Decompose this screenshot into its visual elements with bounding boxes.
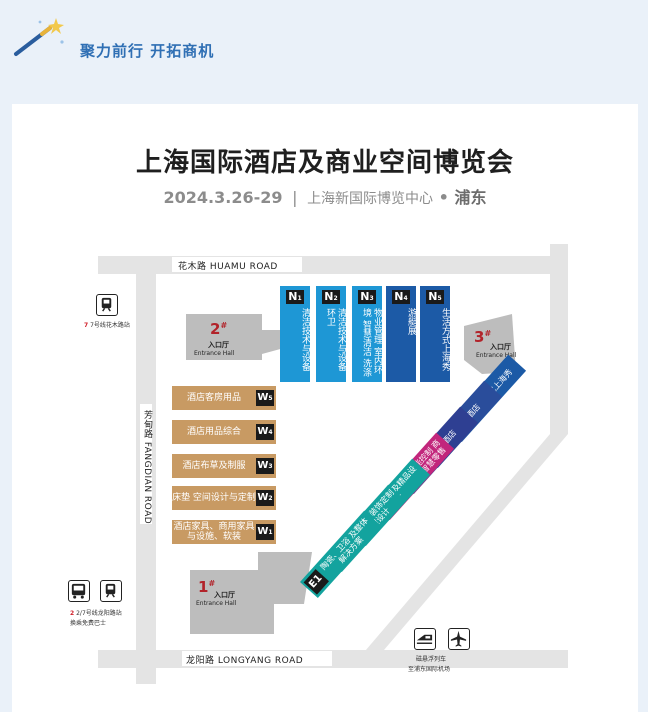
hall-n3-tag: N3 [358,290,376,304]
expo-date: 2024.3.26-29 [163,188,283,207]
road-label-huamu: 花木路 HUAMU ROAD [178,262,278,272]
maglev-label: 磁悬浮列车 [416,656,447,663]
road-huamu [98,256,568,274]
hall-w5-label: 酒店客房用品 [186,393,241,403]
hall-n1-tag: N1 [286,290,304,304]
free-bus-label: 换乘免费巴士 [70,620,107,627]
hall-w5[interactable]: 酒店客房用品 W5 [172,386,276,410]
bus-icon [68,580,90,602]
entrance-1-cn: 入口厅 [214,591,235,599]
road-east [550,244,568,434]
page-header: 聚力前行 开拓商机 [0,0,648,100]
subtitle-dot: • [438,188,449,207]
venue-map [98,244,568,684]
expo-subtitle: 2024.3.26-29 | 上海新国际博览中心 • 浦东 [12,184,638,208]
hall-w4-label: 酒店用品综合 [186,427,241,437]
entrance-1-en: Entrance Hall [196,600,237,607]
hall-w2-label: 床垫 空间设计与定制 [172,493,256,503]
subtitle-separator: | [292,188,298,207]
entrance-2-cn: 入口厅 [208,341,229,349]
hall-n2-tag: N2 [322,290,340,304]
entrance-1-number: 1# [198,578,216,596]
hall-w4-tag: W4 [256,424,274,440]
entrance-3-number: 3# [474,328,492,346]
hall-n5-label: 生活方式上海秀 [440,308,450,371]
hall-w3-tag: W3 [256,458,274,474]
entrance-hall-2 [186,314,262,360]
hall-w2[interactable]: 床垫 空间设计与定制 W2 [172,486,276,510]
airport-label: 至浦东国际机场 [408,666,451,673]
hall-n3-label: 物业管理 室内环境 智慧清洁 洗涤 [361,308,382,377]
road-label-longyang: 龙阳路 LONGYANG ROAD [186,656,304,666]
hall-n4-label: 游艇展 [406,308,416,335]
expo-title: 上海国际酒店及商业空间博览会 [135,148,514,178]
airplane-icon [448,628,470,650]
entrance-hall-1 [190,552,274,634]
entrance-2-en: Entrance Hall [194,350,235,357]
hall-n4-tag: N4 [392,290,410,304]
road-longyang [98,650,568,668]
hall-n2-label: 清洁技术与设备 环卫 [325,308,346,371]
entrance-3-cn: 入口厅 [490,343,511,351]
hall-w1-label: 酒店家具、商用家具与设施、软装 [173,522,255,542]
hall-n4[interactable]: N4 游艇展 [386,286,416,382]
hall-n5-tag: N5 [426,290,444,304]
expo-city: 浦东 [454,188,487,207]
hall-w3-label: 酒店布草及制服 [182,461,246,471]
hall-w1-tag: W1 [256,524,274,540]
expo-venue: 上海新国际博览中心 [307,191,434,207]
hall-n1-label: 清洁技术与设备 [300,308,310,371]
hall-w2-tag: W2 [256,490,274,506]
hall-n3[interactable]: N3 物业管理 室内环境 智慧清洁 洗涤 [352,286,382,382]
hall-w3[interactable]: 酒店布草及制服 W3 [172,454,276,478]
hall-n1[interactable]: N1 清洁技术与设备 [280,286,310,382]
entrance-3-en: Entrance Hall [476,352,517,359]
metro-7-label: 7 7号线花木路站 [84,322,130,329]
road-diagonal [354,434,568,664]
slogan: 聚力前行 开拓商机 [80,42,215,60]
hall-n2[interactable]: N2 清洁技术与设备 环卫 [316,286,346,382]
train-icon-2 [100,580,122,602]
maglev-icon [414,628,436,650]
metro-2-7-label: 2 2/7号线龙阳路站 [70,610,122,617]
magic-wand-icon [14,18,64,56]
hall-w1[interactable]: 酒店家具、商用家具与设施、软装 W1 [172,520,276,544]
train-icon [96,294,118,316]
entrance-2-number: 2# [210,320,228,338]
expo-map-card: 上海国际酒店及商业空间博览会 2024.3.26-29 | 上海新国际博览中心 … [12,104,638,712]
hall-w5-tag: W5 [256,390,274,406]
hall-n5[interactable]: N5 生活方式上海秀 [420,286,450,382]
hall-w4[interactable]: 酒店用品综合 W4 [172,420,276,444]
road-label-fangdian: 芳甸路 FANGDIAN ROAD [142,410,152,525]
